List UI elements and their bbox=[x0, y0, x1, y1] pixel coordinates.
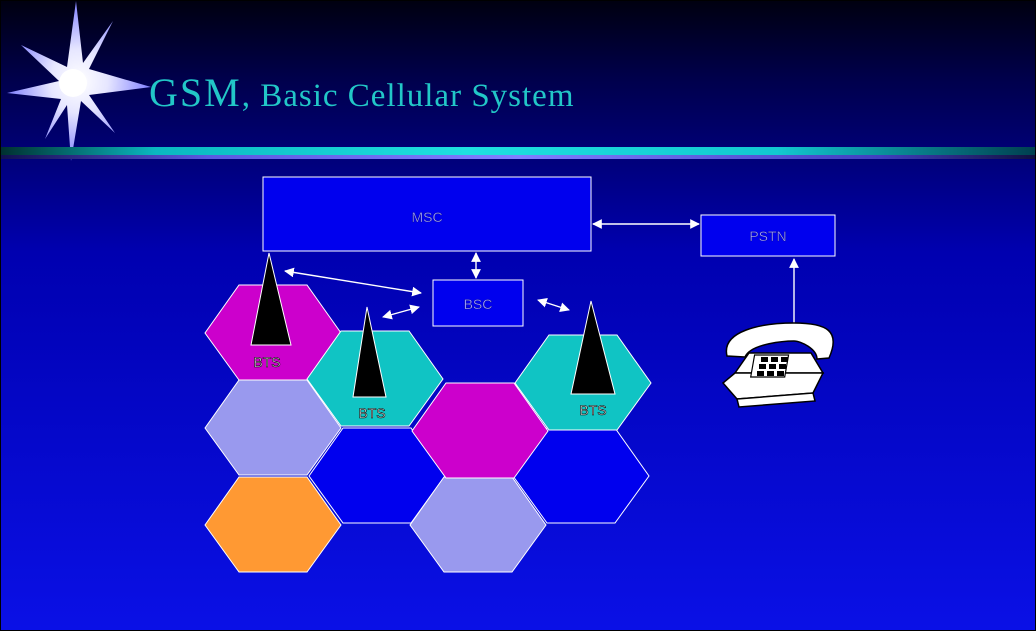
bsc-box bbox=[432, 279, 524, 327]
starburst-icon bbox=[7, 1, 151, 161]
title-divider-shadow bbox=[1, 155, 1035, 159]
bsc-label: BSC bbox=[464, 296, 493, 312]
bts-label-1: BTS bbox=[253, 354, 280, 370]
bts3-bsc-arrow bbox=[537, 298, 570, 312]
antenna-tower-icon bbox=[352, 306, 387, 398]
msc-box bbox=[262, 176, 592, 252]
bts2-bsc-arrow bbox=[382, 304, 420, 320]
cell-hex-magenta-2 bbox=[411, 382, 549, 479]
bts-label-3: BTS bbox=[579, 402, 606, 418]
page-title: GSM, Basic Cellular System bbox=[149, 73, 575, 113]
antenna-tower-icon bbox=[570, 300, 616, 395]
bts-label-2: BTS bbox=[358, 405, 385, 421]
cell-hex-orange bbox=[204, 476, 342, 573]
pstn-label: PSTN bbox=[749, 228, 786, 244]
title-separator: , bbox=[241, 78, 261, 114]
antenna-tower-icon bbox=[250, 252, 292, 346]
title-rest: Basic Cellular System bbox=[260, 78, 575, 114]
bts1-bsc-arrow bbox=[284, 267, 422, 297]
msc-label: MSC bbox=[411, 209, 442, 225]
telephone-icon bbox=[721, 322, 834, 408]
title-divider bbox=[1, 147, 1035, 155]
pstn-box bbox=[700, 214, 836, 257]
title-main: GSM bbox=[149, 70, 242, 115]
